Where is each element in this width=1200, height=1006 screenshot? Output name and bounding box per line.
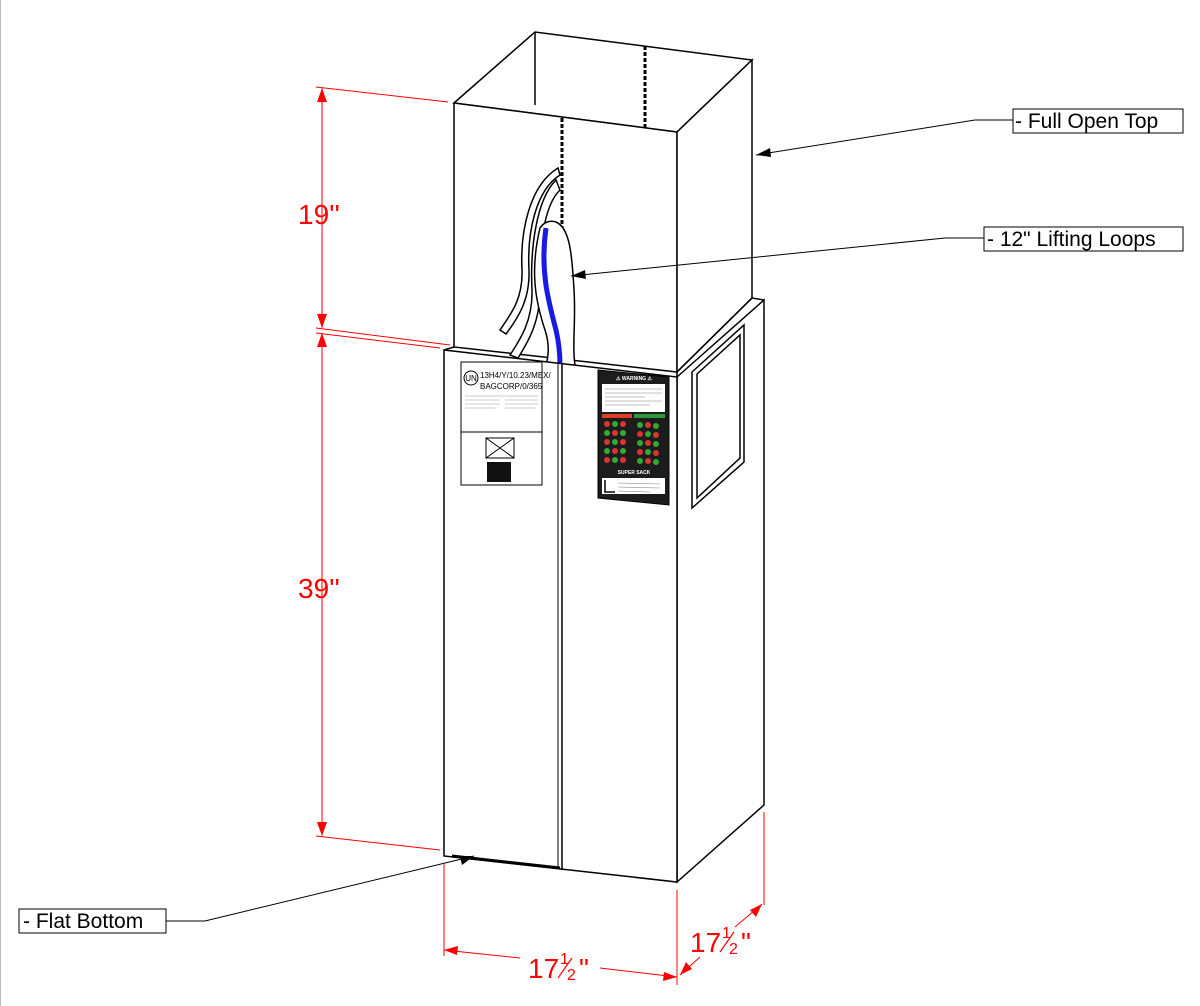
safety-pictogram-grid (604, 421, 659, 465)
dim-width-unit: " (579, 953, 589, 984)
callout-lifting-loops-text: - 12" Lifting Loops (987, 228, 1156, 251)
dim-depth-frac-den: 2 (729, 941, 738, 958)
callout-full-open-top: - Full Open Top (1012, 108, 1184, 134)
arrowhead-lifting-loops (571, 270, 586, 279)
document-pouch (691, 323, 745, 510)
dim-depth-unit: " (741, 927, 751, 958)
black-square-icon (487, 462, 511, 482)
un-label-line1: 13H4/Y/10.23/MEX/ (480, 371, 551, 380)
callout-flat-bottom: - Flat Bottom (18, 908, 167, 934)
warning-label: ⚠ WARNING ⚠ SUPER SACK (597, 369, 670, 506)
lifting-loop-stripe (541, 227, 563, 366)
un-symbol-icon (463, 370, 479, 386)
dim-depth: 17 1 2 " (690, 925, 751, 958)
callout-lifting-loops: - 12" Lifting Loops (983, 226, 1184, 252)
dim-width: 17 1 2 " (528, 951, 589, 984)
open-top-section (452, 31, 754, 374)
callout-full-open-top-text: - Full Open Top (1015, 110, 1158, 133)
warning-footer: SUPER SACK (618, 470, 651, 476)
dim-depth-frac-num: 1 (722, 925, 731, 942)
callout-leaders (166, 119, 1013, 922)
dim-width-frac-num: 1 (560, 951, 569, 968)
arrowhead-full-open-top (756, 148, 771, 157)
warning-header: ⚠ WARNING ⚠ (616, 376, 652, 382)
brand-logo-icon (604, 480, 615, 493)
dim-depth-whole: 17 (690, 927, 721, 958)
un-label: UN 13H4/Y/10.23/MEX/ BAGCORP/0/365 (460, 361, 551, 486)
un-label-line2: BAGCORP/0/365 (480, 382, 543, 391)
dim-body-height: 39'' (298, 573, 340, 604)
dim-top-height: 19'' (298, 199, 340, 230)
dim-width-frac-den: 2 (567, 967, 576, 984)
dimension-arrowheads (317, 88, 762, 981)
arrowhead-flat-bottom (460, 856, 474, 865)
svg-text:UN: UN (465, 374, 477, 383)
callout-flat-bottom-text: - Flat Bottom (23, 910, 143, 933)
dim-width-whole: 17 (528, 953, 559, 984)
